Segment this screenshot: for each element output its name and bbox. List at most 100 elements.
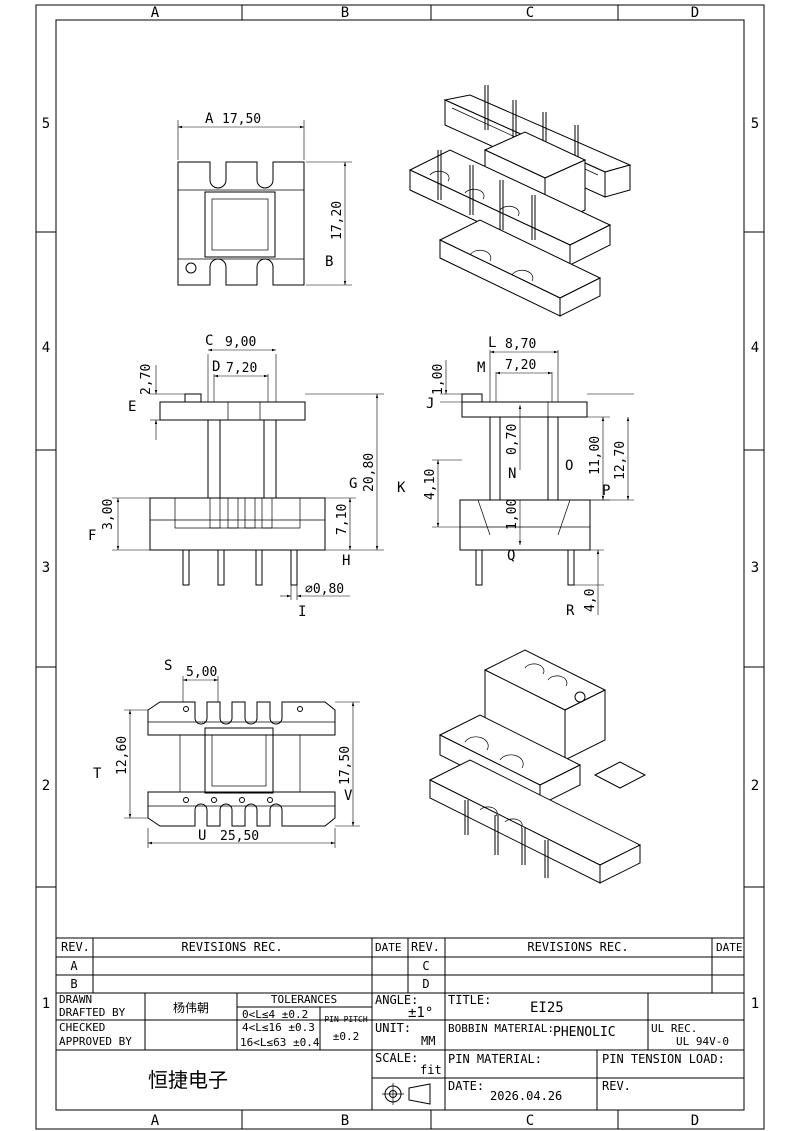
row-label-right-4: 4	[751, 340, 759, 356]
dim-h-letter: H	[342, 553, 350, 569]
dim-e-letter: E	[128, 399, 136, 415]
date-value: 2026.04.26	[490, 1089, 562, 1103]
pin-tension-label: PIN TENSION LOAD:	[602, 1052, 725, 1066]
bobbin-material-value: PHENOLIC	[553, 1025, 616, 1040]
top-view: A 17,50 17,20 B	[177, 111, 352, 286]
dim-c-letter: C	[205, 333, 213, 349]
dim-f-letter: F	[88, 528, 96, 544]
rev-row-c: C	[422, 959, 429, 973]
dim-m-value: 7,20	[505, 358, 536, 373]
dim-p-letter: P	[602, 483, 610, 499]
dim-v-letter: V	[344, 788, 353, 804]
row-label-left-3: 3	[42, 560, 50, 576]
row-label-left-1: 1	[42, 996, 50, 1012]
sheet-frame	[35, 4, 765, 1130]
rev-row-d: D	[422, 977, 429, 991]
dim-r-letter: R	[566, 603, 575, 619]
rev-header-left: REV.	[61, 940, 90, 954]
dim-v-value: 17,50	[338, 746, 353, 785]
row-label-right-1: 1	[751, 996, 759, 1012]
dim-j-value: 1,00	[431, 364, 446, 395]
dim-d-value: 7,20	[226, 361, 257, 376]
approved-label: APPROVED BY	[59, 1035, 132, 1048]
unit-label: UNIT:	[375, 1021, 411, 1035]
rev-row-b: B	[70, 977, 77, 991]
col-label-top-b: B	[341, 5, 349, 21]
dim-e-value: 2,70	[139, 364, 154, 395]
drafted-name: 杨伟朝	[173, 1000, 209, 1015]
row-label-left-2: 2	[42, 778, 50, 794]
dim-i-letter: I	[298, 604, 306, 620]
bobbin-material-label: BOBBIN MATERIAL:	[448, 1022, 554, 1035]
dim-l-value: 8,70	[505, 337, 536, 352]
col-label-bottom-b: B	[341, 1113, 349, 1129]
projection-symbol-icon	[382, 1083, 431, 1105]
dim-k-letter: K	[397, 480, 406, 496]
row-label-right-5: 5	[751, 116, 759, 132]
dim-b-letter: B	[325, 254, 333, 270]
col-label-top-d: D	[691, 5, 699, 21]
dim-s-letter: S	[164, 658, 172, 674]
dim-o-letter: O	[565, 458, 573, 474]
dim-g-value: 20,80	[362, 453, 377, 492]
col-label-bottom-a: A	[151, 1113, 160, 1129]
angle-value: ±1°	[408, 1005, 433, 1021]
dim-o-value: 11,00	[588, 436, 603, 475]
dim-t-letter: T	[93, 766, 102, 782]
dim-s-value: 5,00	[186, 665, 217, 680]
dim-c-value: 9,00	[225, 335, 256, 350]
dim-a-value: 17,50	[222, 112, 261, 127]
dim-t-value: 12,60	[115, 736, 130, 775]
dim-i-value: ⌀0,80	[305, 582, 344, 597]
drafted-label: DRAFTED BY	[59, 1006, 126, 1019]
title-block-text: REV. REVISIONS REC. DATE REV. REVISIONS …	[59, 940, 743, 1103]
frame-labels: A B C D A B C D 5 4 3 2 1 5 4 3 2 1	[42, 5, 759, 1129]
pin-pitch-label: PIN PITCH	[324, 1015, 368, 1024]
col-label-bottom-d: D	[691, 1113, 699, 1129]
date-header-right: DATE	[716, 941, 743, 954]
row-label-left-5: 5	[42, 116, 50, 132]
side-view: L 8,70 M 7,20 1,00 J 4,10 K 0,70 N 11,00…	[397, 335, 634, 619]
pin-pitch-value: ±0.2	[333, 1030, 360, 1043]
company-name: 恒捷电子	[148, 1068, 228, 1092]
tolerance-2: 4<L≤16 ±0.3	[242, 1021, 315, 1034]
rev-header-right: REV.	[411, 940, 440, 954]
dim-u-value: 25,50	[220, 829, 259, 844]
dim-a-letter: A	[205, 111, 214, 127]
col-label-bottom-c: C	[526, 1113, 534, 1129]
drawn-label: DRAWN	[59, 993, 92, 1006]
dim-n-value: 0,70	[505, 424, 520, 455]
tolerances-label: TOLERANCES	[271, 993, 337, 1006]
dim-j-letter: J	[426, 396, 434, 412]
front-view: C 9,00 D 7,20 2,70 E 3,00 F 20,80 G 7,10…	[88, 333, 384, 620]
dim-d-letter: D	[212, 359, 220, 375]
dim-l-letter: L	[488, 335, 496, 351]
tolerance-3: 16<L≤63 ±0.4	[240, 1036, 320, 1049]
dim-b-value: 17,20	[330, 201, 345, 240]
scale-label: SCALE:	[375, 1051, 418, 1065]
dim-k-value: 4,10	[423, 469, 438, 500]
date-field-label: DATE:	[448, 1079, 484, 1093]
isometric-view-top	[408, 85, 632, 317]
bottom-view: S 5,00 12,60 T U 25,50 17,50 V	[93, 658, 360, 848]
revisions-header-right: REVISIONS REC.	[527, 940, 628, 954]
title-value: EI25	[530, 1000, 564, 1016]
checked-label: CHECKED	[59, 1021, 105, 1034]
dim-q-value: 1,00	[505, 499, 520, 530]
pin-material-label: PIN MATERIAL:	[448, 1052, 542, 1066]
title-block	[55, 937, 745, 1111]
dim-u-letter: U	[198, 828, 206, 844]
tolerance-1: 0<L≤4 ±0.2	[242, 1008, 308, 1021]
date-header-left: DATE	[375, 941, 402, 954]
unit-value: MM	[421, 1034, 435, 1048]
dim-p-value: 12,70	[613, 441, 628, 480]
dim-n-letter: N	[508, 466, 516, 482]
ul-value: UL 94V-0	[676, 1035, 729, 1048]
angle-label: ANGLE:	[375, 993, 418, 1007]
ul-label: UL REC.	[651, 1022, 697, 1035]
col-label-top-c: C	[526, 5, 534, 21]
dim-q-letter: Q	[507, 548, 515, 564]
row-label-right-2: 2	[751, 778, 759, 794]
title-label: TITLE:	[448, 993, 491, 1007]
